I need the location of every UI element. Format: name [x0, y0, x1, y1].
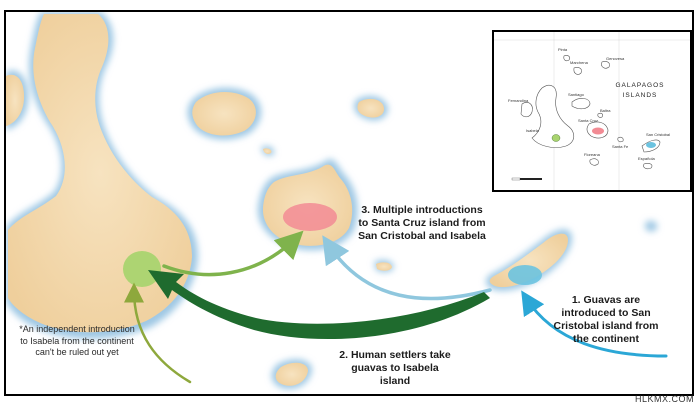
- inset-label-santa-fe: Santa Fe: [612, 144, 629, 149]
- arrow-san-cristobal-to-santa-cruz: [322, 235, 492, 301]
- label-step-1: 1. Guavas are introduced to San Cristoba…: [553, 294, 659, 345]
- inset-scale-bar: [511, 177, 542, 181]
- inset-isabela-marker: [551, 134, 561, 142]
- inset-label-fernandina: Fernandina: [508, 98, 529, 103]
- watermark: HLKMX.COM: [634, 394, 694, 404]
- arrow-continent-to-san-cristobal: [521, 290, 668, 358]
- fernandina-island: [6, 74, 25, 126]
- inset-label-baltra: Baltra: [600, 108, 611, 113]
- inset-santa-cruz-marker: [592, 127, 604, 135]
- santiago-island: [192, 92, 256, 136]
- footnote-independent-introduction: *An independent introduction to Isabela …: [19, 324, 135, 357]
- label-step-2: 2. Human settlers take guavas to Isabela…: [339, 349, 451, 387]
- inset-label-pinta: Pinta: [558, 47, 568, 52]
- inset-label-santa-cruz: Santa Cruz: [578, 118, 599, 123]
- inset-label-isabela: Isabela: [526, 128, 539, 133]
- inset-san-cristobal-marker: [646, 142, 656, 148]
- san-cristobal-introduction-marker: [508, 265, 542, 285]
- inset-title-line2: ISLANDS: [622, 92, 658, 99]
- islet: [263, 148, 272, 154]
- santa-cruz-introduction-marker: [283, 203, 337, 231]
- inset-label-santiago: Santiago: [568, 92, 584, 97]
- inset-map-graphic: [494, 32, 690, 190]
- inset-locator-map: GALAPAGOS ISLANDS Pinta Marchena Genoves…: [492, 30, 692, 192]
- inset-label-floreana: Floreana: [584, 152, 600, 157]
- map-frame: 3. Multiple introductions to Santa Cruz …: [4, 10, 694, 396]
- arrow-continent-to-isabela: [124, 282, 192, 384]
- arrow-isabela-to-santa-cruz: [162, 230, 304, 277]
- inset-label-marchena: Marchena: [570, 60, 588, 65]
- inset-title-line1: GALAPAGOS: [615, 82, 665, 89]
- isabela-introduction-marker: [123, 251, 161, 287]
- floreana-island: [275, 362, 308, 386]
- inset-label-genovesa: Genovesa: [606, 56, 625, 61]
- arrow-san-cristobal-to-isabela: [148, 270, 490, 340]
- santa-fe-island: [376, 262, 392, 271]
- inset-label-espanola: Española: [638, 156, 655, 161]
- main-map: [6, 12, 668, 390]
- pinzon-island: [357, 98, 385, 118]
- inset-label-san-cristobal: San Cristobal: [646, 132, 671, 137]
- label-step-3: 3. Multiple introductions to Santa Cruz …: [358, 204, 486, 242]
